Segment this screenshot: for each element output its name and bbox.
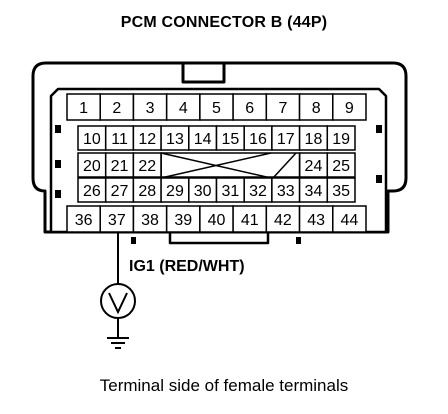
terminal-label-17: 17: [277, 131, 295, 148]
terminal-cell-2: [99, 93, 135, 121]
connector-bottom-key: [168, 232, 270, 245]
terminal-label-41: 41: [241, 212, 259, 229]
terminal-label-31: 31: [221, 183, 239, 200]
blank-area-cross-b: [160, 152, 272, 179]
terminal-label-44: 44: [340, 212, 358, 229]
terminal-label-34: 34: [305, 183, 323, 200]
terminal-cell-10: [77, 125, 107, 151]
terminal-label-32: 32: [249, 183, 267, 200]
terminal-label-26: 26: [83, 183, 101, 200]
terminal-label-14: 14: [194, 131, 212, 148]
terminal-label-20: 20: [83, 158, 101, 175]
terminal-cell-37: [99, 205, 135, 233]
terminal-cell-28: [132, 177, 162, 203]
terminal-cell-38: [132, 205, 168, 233]
latch-mark-right-top: [376, 125, 382, 133]
terminal-label-2: 2: [112, 100, 121, 117]
terminal-label-36: 36: [75, 212, 93, 229]
diagram-caption: Terminal side of female terminals: [99, 376, 349, 395]
terminal-cell-16: [243, 125, 273, 151]
terminal-label-19: 19: [332, 131, 350, 148]
terminal-label-42: 42: [274, 212, 292, 229]
terminal-label-18: 18: [305, 131, 323, 148]
terminal-label-38: 38: [141, 212, 159, 229]
terminal-label-8: 8: [312, 100, 321, 117]
blank-terminal-23-slash: [272, 152, 297, 179]
latch-mark-left-mid: [55, 160, 61, 168]
terminal-label-43: 43: [307, 212, 325, 229]
terminal-label-15: 15: [221, 131, 239, 148]
terminal-label-37: 37: [108, 212, 126, 229]
latch-mark-left-bot: [55, 190, 61, 198]
terminal-label-9: 9: [345, 100, 354, 117]
terminal-label-30: 30: [194, 183, 212, 200]
terminal-label-12: 12: [138, 131, 156, 148]
terminal-cell-15: [215, 125, 245, 151]
terminal-label-6: 6: [245, 100, 254, 117]
blank-terminal-region: [160, 152, 301, 178]
terminal-cell-36: [66, 205, 101, 233]
latch-mark-left-top: [55, 125, 61, 133]
ground-icon: [107, 337, 129, 349]
connector-lock-tab: [181, 61, 226, 84]
terminal-label-22: 22: [138, 158, 156, 175]
terminal-label-11: 11: [111, 131, 128, 148]
terminal-cell-25: [326, 152, 356, 178]
terminal-label-40: 40: [208, 212, 226, 229]
terminal-label-10: 10: [83, 131, 101, 148]
terminal-label-33: 33: [277, 183, 295, 200]
terminal-label-29: 29: [166, 183, 184, 200]
terminal-label-25: 25: [332, 158, 350, 175]
terminal-cell-35: [326, 177, 356, 203]
terminal-cell-22: [132, 152, 162, 178]
terminal-cell-40: [199, 205, 234, 233]
terminal-label-5: 5: [212, 100, 221, 117]
latch-mark-bottom-right: [296, 237, 301, 244]
terminal-label-24: 24: [305, 158, 323, 175]
terminal-label-27: 27: [111, 183, 129, 200]
connector-housing-outer: [31, 61, 408, 234]
terminal-cell-9: [332, 93, 367, 121]
terminal-label-39: 39: [174, 212, 192, 229]
terminal-cell-14: [188, 125, 218, 151]
voltmeter-v-glyph: [108, 292, 128, 315]
terminal-label-1: 1: [79, 100, 88, 117]
wire-label: IG1 (RED/WHT): [129, 258, 245, 275]
diagram-title: PCM CONNECTOR B (44P): [120, 14, 328, 31]
terminal-label-7: 7: [278, 100, 287, 117]
terminal-cell-26: [77, 177, 107, 203]
latch-mark-right-mid: [376, 175, 382, 183]
terminal-label-21: 21: [111, 158, 129, 175]
terminal-label-13: 13: [166, 131, 184, 148]
terminal-label-35: 35: [332, 183, 350, 200]
terminal-cell-29: [160, 177, 190, 203]
latch-mark-bottom-left: [131, 237, 136, 244]
terminal-cell-32: [243, 177, 273, 203]
terminal-label-16: 16: [249, 131, 267, 148]
terminal-cell-13: [160, 125, 190, 151]
terminal-cell-30: [188, 177, 218, 203]
terminal-cell-34: [298, 177, 329, 203]
terminal-cell-44: [332, 205, 367, 233]
terminal-label-3: 3: [146, 100, 155, 117]
terminal-cell-19: [326, 125, 356, 151]
terminal-cell-18: [298, 125, 329, 151]
terminal-label-28: 28: [138, 183, 156, 200]
terminal-label-4: 4: [179, 100, 188, 117]
terminal-cell-20: [77, 152, 107, 178]
